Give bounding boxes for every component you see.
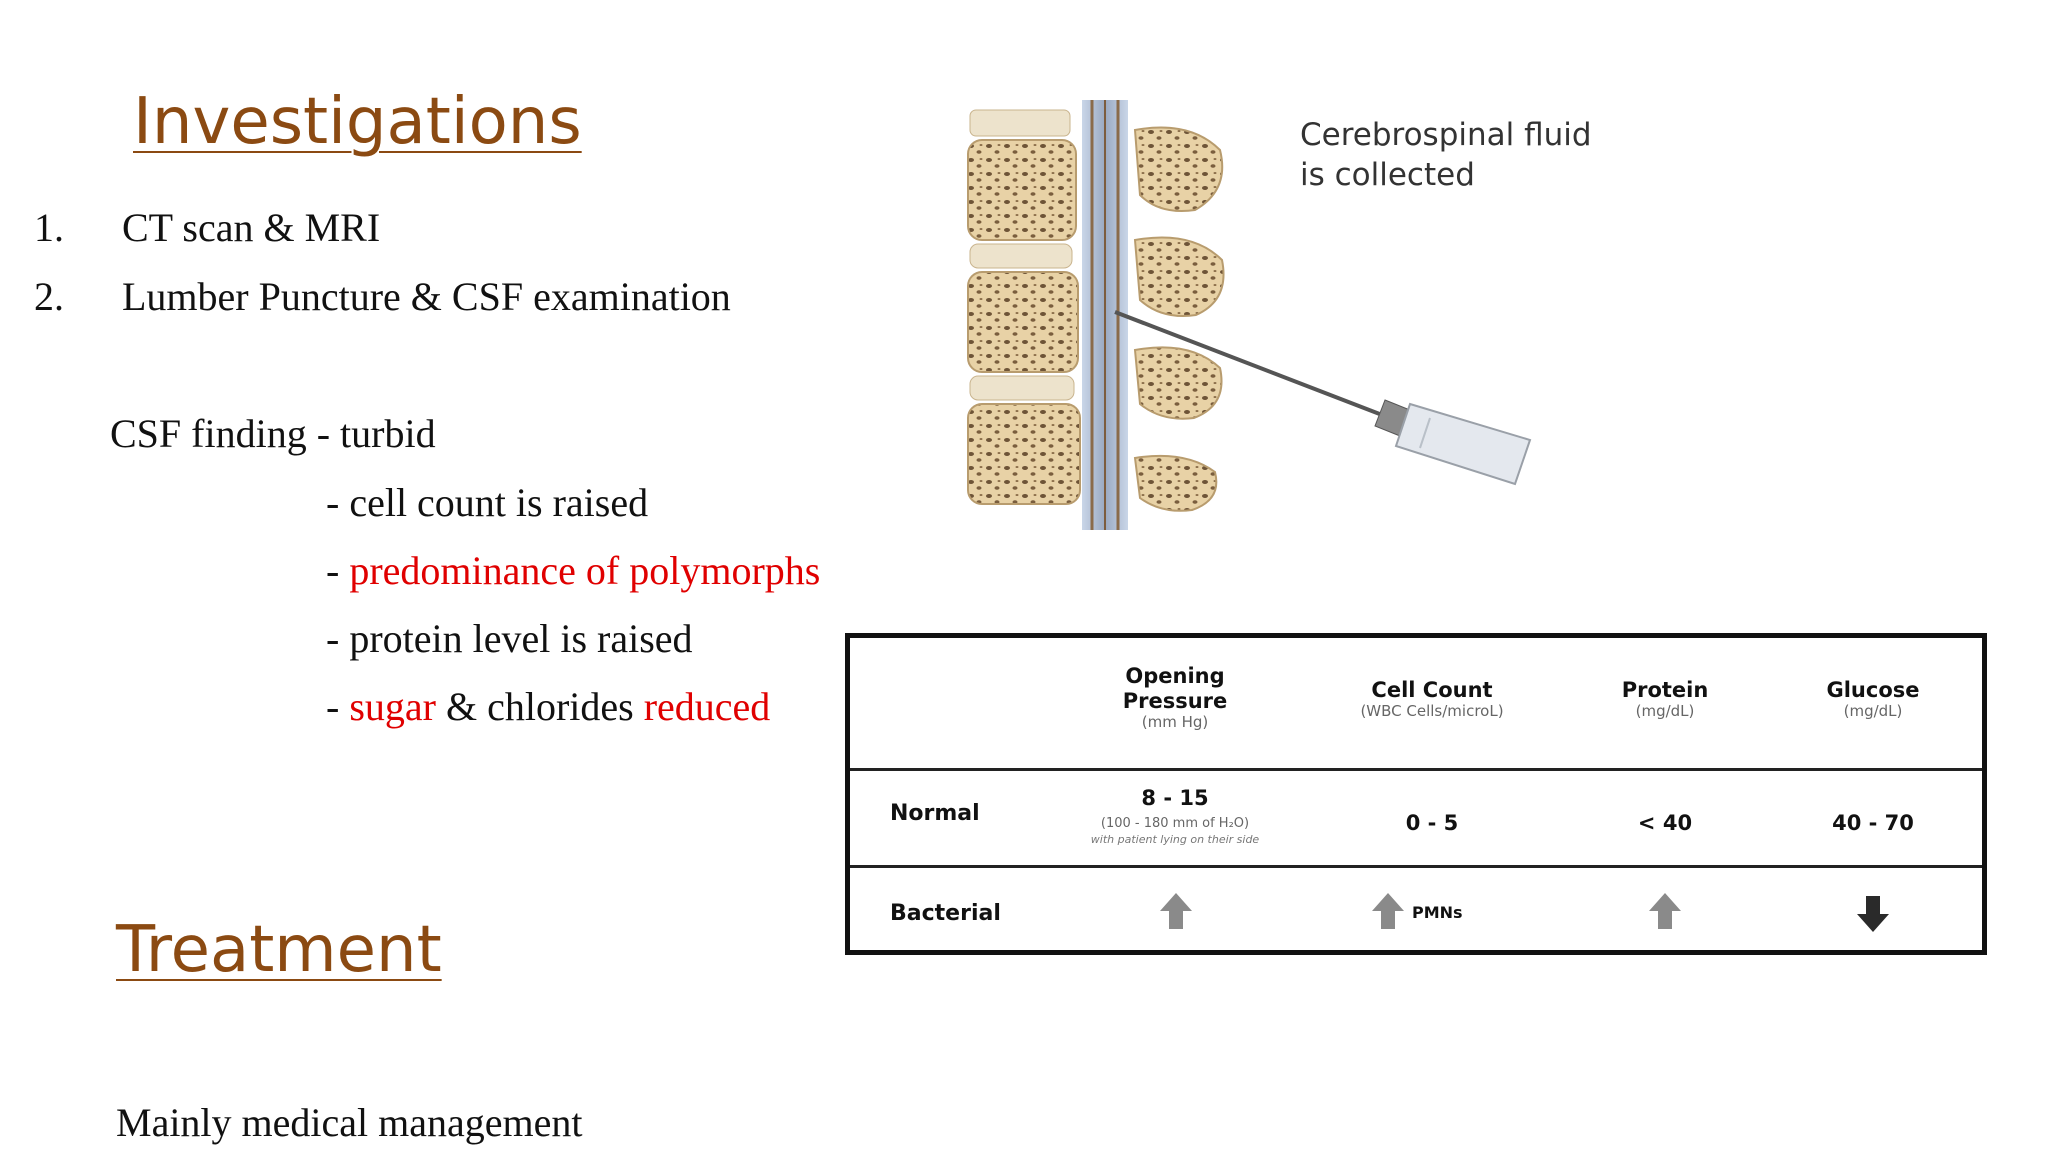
- finding-sugar-chlorides: - sugar & chlorides reduced: [326, 687, 770, 727]
- header-opening-pressure: Opening Pressure (mm Hg): [1123, 664, 1228, 731]
- row-label-normal: Normal: [890, 801, 980, 826]
- header-glucose-unit: (mg/dL): [1843, 702, 1903, 721]
- reduced-highlight: reduced: [643, 684, 771, 729]
- treatment-text: Mainly medical management: [116, 1100, 583, 1145]
- header-cell-count-unit: (WBC Cells/microL): [1360, 702, 1504, 721]
- normal-opening-note: (100 - 180 mm of H₂O): [1100, 816, 1250, 831]
- normal-opening-pressure: 8 - 15 (100 - 180 mm of H₂O) with patien…: [1091, 786, 1259, 846]
- treatment-heading: Treatment: [116, 913, 442, 987]
- up-arrow-icon: [1372, 893, 1404, 929]
- chlorides-text: & chlorides: [435, 684, 644, 729]
- needle-syringe: [1114, 310, 1532, 486]
- normal-glucose: 40 - 70: [1832, 811, 1914, 835]
- finding-cell-count: - cell count is raised: [326, 480, 649, 525]
- sugar-highlight: sugar: [349, 684, 436, 729]
- table-divider: [850, 865, 1982, 868]
- lumbar-puncture-illustration: [967, 100, 1532, 530]
- vertebra-stack: [967, 109, 1081, 505]
- header-opening-line1: Opening: [1125, 664, 1225, 688]
- header-protein: Protein (mg/dL): [1622, 678, 1709, 720]
- header-cell-count: Cell Count (WBC Cells/microL): [1360, 678, 1503, 720]
- list-item-lumbar-puncture: Lumber Puncture & CSF examination: [122, 274, 731, 319]
- header-protein-label: Protein: [1621, 678, 1709, 702]
- up-arrow-icon: [1649, 893, 1681, 929]
- row-label-bacterial: Bacterial: [890, 901, 1001, 926]
- header-opening-line2: Pressure: [1122, 689, 1228, 714]
- polymorphs-highlight: predominance of polymorphs: [349, 548, 821, 593]
- normal-opening-value: 8 - 15: [1141, 786, 1209, 810]
- finding-dash: -: [326, 548, 350, 593]
- table-divider: [850, 768, 1982, 771]
- investigations-heading: Investigations: [133, 85, 582, 159]
- finding-protein: - protein level is raised: [326, 616, 693, 661]
- normal-opening-note2: with patient lying on their side: [1090, 832, 1260, 846]
- bacterial-pmns-note: PMNs: [1412, 903, 1463, 922]
- header-cell-count-label: Cell Count: [1371, 678, 1493, 702]
- header-opening-unit: (mm Hg): [1141, 713, 1209, 732]
- spinous-processes: [1133, 126, 1225, 512]
- finding-dash: -: [326, 684, 350, 729]
- normal-protein: < 40: [1637, 811, 1693, 835]
- list-number-1: 1.: [34, 205, 64, 250]
- header-glucose-label: Glucose: [1826, 678, 1920, 702]
- up-arrow-icon: [1160, 893, 1192, 929]
- header-protein-unit: (mg/dL): [1635, 702, 1695, 721]
- list-item-ct-mri: CT scan & MRI: [122, 205, 381, 250]
- csf-comparison-table: Opening Pressure (mm Hg) Cell Count (WBC…: [845, 633, 1987, 955]
- list-number-2: 2.: [34, 274, 64, 319]
- csf-finding-title: CSF finding - turbid: [110, 411, 436, 456]
- illustration-caption-line1: Cerebrospinal fluid: [1300, 117, 1592, 153]
- finding-polymorphs: - predominance of polymorphs: [326, 551, 820, 591]
- normal-cell-count: 0 - 5: [1405, 811, 1459, 835]
- down-arrow-icon: [1857, 896, 1889, 932]
- illustration-caption-line2: is collected: [1300, 157, 1475, 193]
- header-glucose: Glucose (mg/dL): [1826, 678, 1919, 720]
